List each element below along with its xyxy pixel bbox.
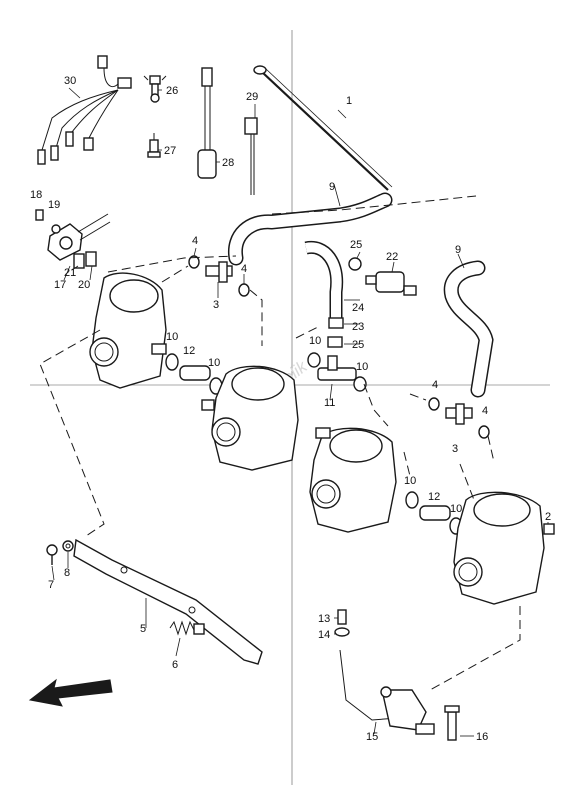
part-25-clamp-lower (327, 336, 343, 348)
part-22-valve (365, 271, 417, 296)
part-5-bracket (73, 538, 263, 665)
callout-7: 7 (48, 579, 54, 591)
part-25-clamp-upper (348, 257, 362, 271)
part-6-spring (169, 620, 205, 636)
callout-8: 8 (64, 567, 70, 579)
part-9-hose-upper (227, 192, 393, 266)
part-2-screw (543, 523, 555, 535)
callout-4-b: 4 (241, 263, 247, 275)
callout-15: 15 (366, 731, 378, 743)
callout-10-d: 10 (356, 361, 368, 373)
callout-4-c: 4 (432, 379, 438, 391)
callout-3-left: 3 (213, 299, 219, 311)
part-3-tee-right (428, 397, 490, 439)
part-26-sensor (143, 75, 167, 103)
callout-4-d: 4 (482, 405, 488, 417)
callout-9-right: 9 (455, 244, 461, 256)
carburetor-body-2 (201, 365, 299, 471)
callout-16: 16 (476, 731, 488, 743)
carburetor-body-1 (89, 272, 167, 389)
callout-10-c: 10 (309, 335, 321, 347)
callout-14: 14 (318, 629, 330, 641)
callout-10-e: 10 (404, 475, 416, 487)
callout-29: 29 (246, 91, 258, 103)
callout-21: 21 (64, 267, 76, 279)
callout-25-upper: 25 (350, 239, 362, 251)
part-13-screw (337, 609, 347, 625)
callout-30: 30 (64, 75, 76, 87)
part-8-washer (62, 540, 74, 552)
callout-10-a: 10 (166, 331, 178, 343)
callout-13: 13 (318, 613, 330, 625)
callout-27: 27 (164, 145, 176, 157)
callout-12-right: 12 (428, 491, 440, 503)
callout-23: 23 (352, 321, 364, 333)
callout-19: 19 (48, 199, 60, 211)
part-14-washer (334, 627, 350, 637)
callout-20: 20 (78, 279, 90, 291)
part-17-21-fitting (35, 209, 111, 269)
callout-11: 11 (324, 397, 335, 409)
carburetor-body-3 (309, 427, 397, 533)
carburetor-body-4 (453, 491, 545, 605)
part-15-bracket (339, 649, 435, 735)
callout-25-lower: 25 (352, 339, 364, 351)
part-9-hose-right (443, 260, 494, 398)
part-24-pipe (304, 240, 344, 329)
callout-26: 26 (166, 85, 178, 97)
assembly-guide-lines (39, 195, 521, 691)
callout-numbers: 1 2 3 3 4 4 4 4 5 6 7 8 9 9 10 10 10 10 … (30, 75, 551, 743)
part-7-bolt (46, 544, 58, 565)
part-1-rod (253, 65, 393, 191)
callout-4-a: 4 (192, 235, 198, 247)
callout-12-left: 12 (183, 345, 195, 357)
part-11-tube (307, 352, 367, 392)
part-28-connector (197, 67, 217, 179)
callout-28: 28 (222, 157, 234, 169)
part-30-wiring-harness (37, 55, 132, 165)
part-27-plug (147, 133, 161, 158)
callout-1: 1 (346, 95, 352, 107)
callout-17: 17 (54, 279, 66, 291)
callout-6: 6 (172, 659, 178, 671)
callout-9-upper: 9 (329, 181, 335, 193)
callout-lead-lines (51, 87, 549, 737)
callout-24: 24 (352, 302, 364, 314)
callout-22: 22 (386, 251, 398, 263)
callout-2: 2 (545, 511, 551, 523)
callout-10-b: 10 (208, 357, 220, 369)
part-29-cable-tie (244, 117, 258, 195)
callout-10-f: 10 (450, 503, 462, 515)
front-direction-arrow-icon (28, 678, 113, 707)
callout-3-right: 3 (452, 443, 458, 455)
part-16-bolt (444, 705, 460, 741)
callout-18: 18 (30, 189, 42, 201)
callout-5: 5 (140, 623, 146, 635)
